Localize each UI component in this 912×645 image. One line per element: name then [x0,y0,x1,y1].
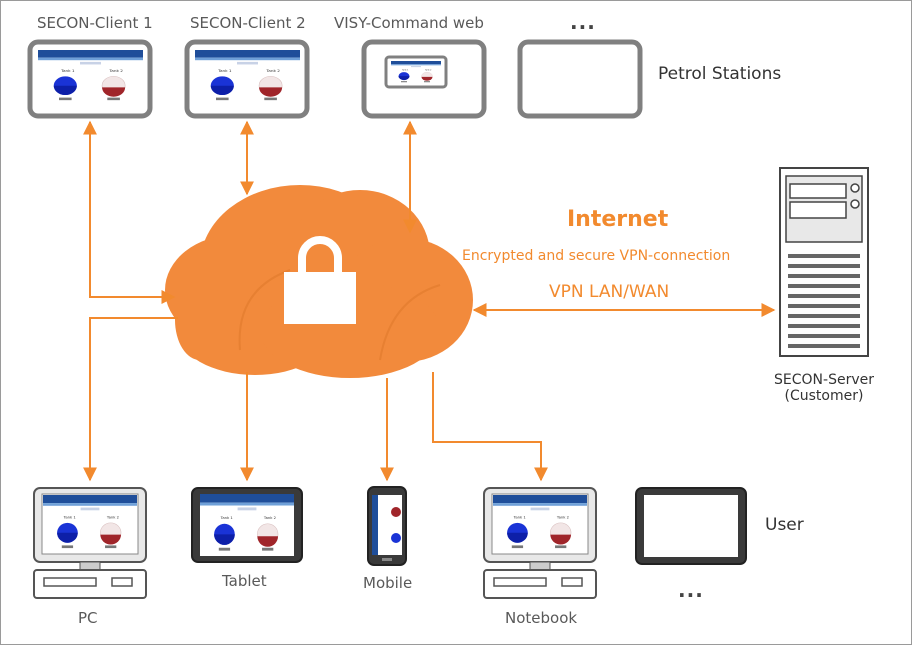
server-tower-icon [779,167,869,357]
server-label: SECON-Server (Customer) [768,372,880,404]
more-stations-device [517,39,643,119]
tablet-device [191,487,303,563]
more-stations-ellipsis: ... [570,10,596,34]
connectors [83,120,776,482]
lock-icon [284,236,356,324]
client1-label: SECON-Client 1 [37,14,153,32]
tablet-label: Tablet [222,572,267,590]
client2-device [184,39,310,119]
server-name: SECON-Server [774,372,874,388]
pc-device [33,487,147,599]
pc-label: PC [78,609,98,627]
petrol-stations-label: Petrol Stations [658,64,782,84]
notebook-device [483,487,597,599]
client2-label: SECON-Client 2 [190,14,306,32]
notebook-label: Notebook [505,609,578,627]
server-owner: (Customer) [784,388,864,404]
visy-label: VISY-Command web [334,14,484,32]
more-users-ellipsis: ... [678,578,704,602]
mobile-device [367,486,407,566]
internet-title: Internet [567,207,669,232]
user-device [635,487,747,565]
vpn-lan-wan-label: VPN LAN/WAN [549,282,670,302]
client1-device [27,39,153,119]
mobile-label: Mobile [363,574,413,592]
visy-device [361,39,487,119]
user-label: User [765,515,804,535]
vpn-description: Encrypted and secure VPN-connection [462,248,731,264]
